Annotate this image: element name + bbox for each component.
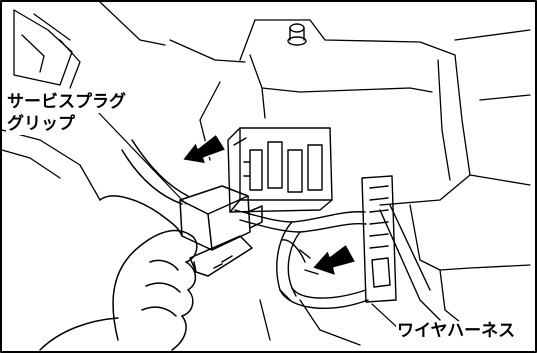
leader-line-harness: [371, 303, 401, 331]
service-plug-grip-label-line1: サービスプラグ: [6, 92, 127, 113]
junction-block: [227, 127, 333, 213]
harness-connector: [361, 175, 397, 303]
bolt: [287, 23, 307, 46]
service-plug-grip-label-line2: グリップ: [6, 114, 76, 135]
leader-line-grip: [95, 109, 187, 205]
wire-harness: [234, 204, 441, 321]
leader-lines: [95, 109, 401, 331]
hand: [39, 195, 198, 351]
pull-direction-arrow: [181, 133, 227, 165]
grip-cable: [121, 139, 189, 205]
vehicle-body-panels: [1, 1, 531, 346]
disconnect-direction-arrow: [311, 243, 357, 277]
service-plug-lever: [189, 235, 253, 277]
wire-harness-label: ワイヤハーネス: [396, 321, 517, 342]
service-plug-grip-part: [179, 185, 263, 251]
